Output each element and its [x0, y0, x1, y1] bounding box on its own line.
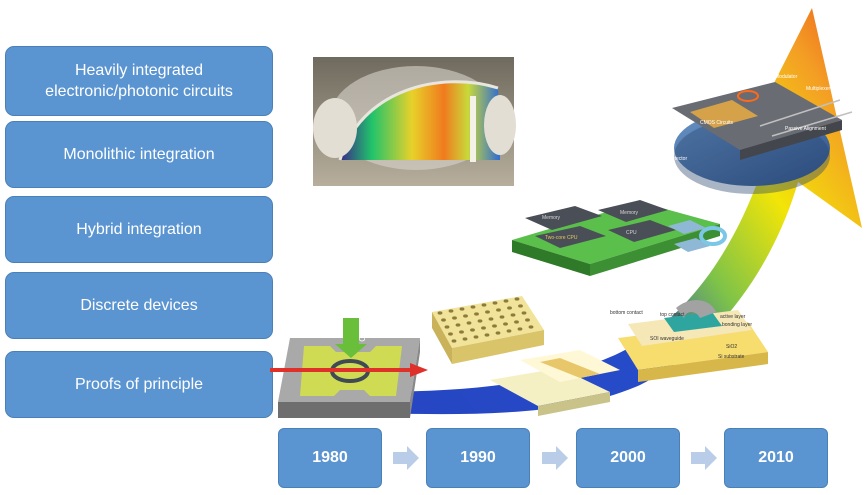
year-box: 1990: [426, 428, 530, 488]
stage-label: Monolithic integration: [63, 146, 215, 163]
crystal-hole: [495, 331, 501, 335]
stage-hybrid: Hybrid integration: [5, 196, 273, 263]
crystal-hole: [484, 333, 490, 337]
crystal-hole: [496, 308, 501, 312]
crystal-hole: [477, 319, 483, 323]
crystal-hole: [528, 325, 534, 329]
crystal-hole: [459, 330, 464, 334]
crystal-hole: [518, 304, 523, 308]
stage-label: Heavily integrated electronic/photonic c…: [45, 62, 233, 100]
waveguide-slab: [490, 350, 620, 416]
right-arrow-icon: [542, 446, 568, 470]
year-label: 2010: [758, 449, 794, 466]
crystal-hole: [503, 299, 509, 303]
year-label: 2000: [610, 449, 646, 466]
crystal-hole: [481, 303, 487, 307]
year-box: 2000: [576, 428, 680, 488]
sio2-label: SiO2: [726, 344, 737, 350]
hybrid-integration-board: Memory Memory Two-core CPU CPU: [512, 200, 727, 276]
integrated-photonic-chip: Modulator Passive Alignment Photodetecto…: [656, 66, 853, 194]
active-layer-label: active layer: [720, 314, 746, 320]
year-label: 1980: [312, 449, 348, 466]
cpu-label: Two-core CPU: [545, 235, 578, 241]
si-substrate-label: Si substrate: [718, 354, 745, 360]
crystal-hole: [462, 337, 468, 341]
laser-label: Laser: [744, 66, 757, 72]
stage-monolithic: Monolithic integration: [5, 121, 273, 188]
crystal-hole: [451, 339, 457, 343]
crystal-hole: [455, 323, 461, 327]
stage-proofs-of-principle: Proofs of principle: [5, 351, 273, 418]
stage-label: Discrete devices: [80, 297, 198, 314]
top-contact-label: top contact: [660, 312, 685, 318]
crystal-hole: [452, 316, 457, 320]
soi-waveguide-label: SOI waveguide: [650, 336, 684, 342]
crystal-hole: [507, 306, 512, 310]
year-label: 1990: [460, 449, 496, 466]
stage-discrete: Discrete devices: [5, 272, 273, 339]
crystal-hole: [517, 327, 523, 331]
crystal-hole: [510, 313, 516, 317]
zoio-label: ZOIO: [357, 322, 366, 342]
memory-label: Memory: [542, 215, 561, 221]
filter-label: Filter: [682, 86, 693, 92]
crystal-hole: [488, 317, 494, 321]
crystal-hole: [463, 314, 468, 318]
photodetector-label: Photodetector: [656, 156, 687, 162]
crystal-hole: [514, 320, 519, 324]
crystal-hole: [474, 312, 479, 316]
proof-of-principle-device: ZOIO: [270, 318, 428, 418]
wafer-photo: [313, 57, 516, 186]
crystal-hole: [485, 310, 490, 314]
bottom-contact-label: bottom contact: [610, 310, 643, 316]
crystal-hole: [481, 326, 486, 330]
year-box: 1980: [278, 428, 382, 488]
crystal-hole: [448, 332, 453, 336]
crystal-hole: [492, 324, 497, 328]
passive-alignment-label: Passive Alignment: [785, 126, 826, 132]
crystal-hole: [459, 307, 465, 311]
year-box: 2010: [724, 428, 828, 488]
bonding-layer-label: bonding layer: [722, 322, 752, 328]
evolution-arrow: [332, 8, 862, 415]
crystal-hole: [466, 321, 472, 325]
crystal-hole: [470, 305, 476, 309]
crystal-hole: [437, 311, 443, 315]
modulator-label: Modulator: [775, 74, 798, 80]
stage-label: Hybrid integration: [76, 221, 202, 238]
multiplexer-label: Multiplexer: [806, 86, 831, 92]
right-arrow-icon: [393, 446, 419, 470]
cmos-circuits-label: CMOS Circuits: [700, 120, 734, 126]
crystal-hole: [525, 318, 530, 322]
stage-heavily-integrated: Heavily integrated electronic/photonic c…: [5, 46, 273, 116]
crystal-hole: [521, 311, 527, 315]
crystal-hole: [473, 335, 479, 339]
right-arrow-icon: [691, 446, 717, 470]
crystal-hole: [441, 318, 446, 322]
cpu-label: CPU: [626, 230, 637, 236]
crystal-hole: [444, 325, 450, 329]
photonic-crystal-block: [432, 296, 544, 364]
crystal-hole: [492, 301, 498, 305]
crystal-hole: [503, 322, 508, 326]
crystal-hole: [448, 309, 454, 313]
crystal-hole: [506, 329, 512, 333]
crystal-hole: [514, 297, 520, 301]
stage-label: Proofs of principle: [74, 376, 204, 393]
crystal-hole: [470, 328, 475, 332]
monolithic-device-stack: top contact bottom contact active layer …: [610, 300, 768, 382]
crystal-hole: [499, 315, 505, 319]
memory-label: Memory: [620, 210, 639, 216]
